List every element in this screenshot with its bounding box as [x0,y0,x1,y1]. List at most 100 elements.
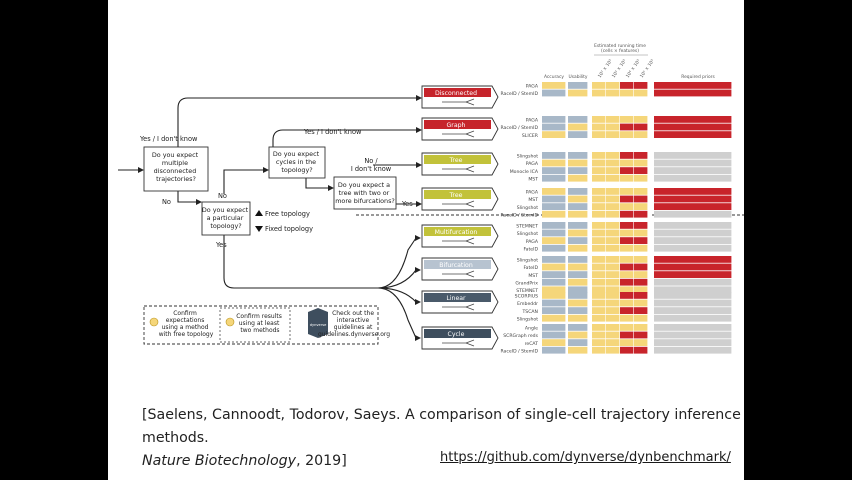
heatmap-cell [606,346,620,354]
heatmap-row: Slingshot [517,203,732,211]
heatmap-cell [606,82,620,89]
heatmap-cell [620,324,634,331]
heatmap-cell [634,123,648,131]
topology-label: Tree [449,157,463,164]
heatmap-cell [620,174,634,182]
heatmap-row: PAGA [526,188,732,196]
heatmap-cell [592,271,606,278]
guideline-two-methods: Confirm results using at least two metho… [225,313,284,334]
heatmap-cell [568,314,588,322]
method-label: Angle [525,326,538,332]
heatmap-cell [620,331,634,339]
lightbulb-icon [225,317,235,327]
topology-label: Cycle [448,331,465,338]
heatmap-cell [592,82,606,89]
method-label: STEMNET [516,224,538,230]
heatmap-cell [568,229,588,237]
heatmap-cell [542,286,566,294]
edge-label-yes-1: Yes [215,241,227,249]
method-label: GrandPrix [515,280,538,286]
question-box-cycles: Do you expect cycles in the topology? [268,146,326,179]
heatmap-cell [620,188,634,195]
lightbulb-icon [149,317,159,327]
dynbenchmark-link[interactable]: https://github.com/dynverse/dynbenchmark… [440,450,731,465]
trajectory-guidelines-figure: Do you expect multiple disconnected traj… [118,43,744,354]
heatmap-cell [620,339,634,346]
heatmap-row: SCRGraph reds [503,331,732,339]
heatmap-cell [620,229,634,237]
heatmap-cell [542,159,566,167]
heatmap-cell [542,237,566,244]
heatmap-cell [568,307,588,314]
heatmap-row: RaceID / StemID [500,210,732,218]
svg-text:dynverse: dynverse [310,323,327,327]
edge-label-yes-2: Yes [401,200,413,208]
triangle-down-icon [255,226,263,232]
heatmap-cell [592,339,606,346]
heatmap-cell [620,299,634,307]
heatmap-cell [592,314,606,322]
svg-text:Required priors: Required priors [681,74,715,80]
heatmap-cell [592,331,606,339]
heatmap-cell [606,89,620,97]
svg-text:10⁵ × 10³: 10⁵ × 10³ [639,58,656,79]
method-label: Slingshot [517,231,538,237]
heatmap-cell [542,82,566,89]
method-label: Slingshot [517,154,538,160]
heatmap-cell [634,82,648,89]
heatmap-cell [592,167,606,174]
heatmap-cell [568,82,588,89]
method-label: SCORPIUS [515,294,538,300]
heatmap-cell [592,307,606,314]
heatmap-cell [542,346,566,354]
heatmap-cell [654,292,732,299]
heatmap-cell [592,222,606,229]
topology-shape [442,237,475,245]
method-label: Slingshot [517,316,538,322]
heatmap-cell [634,331,648,339]
heatmap-cell [620,195,634,203]
heatmap-cell [568,237,588,244]
heatmap-cell [606,222,620,229]
heatmap-cell [542,222,566,229]
heatmap-cell [654,174,732,182]
heatmap-cell [592,89,606,97]
edge-label-fixed-topology: Fixed topology [265,225,313,233]
heatmap-row: Slingshot [517,229,732,237]
topology-shape [442,130,475,138]
heatmap-cell [634,159,648,167]
heatmap-cell [542,307,566,314]
svg-text:Usability: Usability [569,74,588,80]
heatmap-cell [654,82,732,89]
heatmap-cell [568,271,588,278]
topology-shape [442,200,475,208]
heatmap-cell [654,324,732,331]
heatmap-row: STEMNET [516,222,732,230]
heatmap-cell [542,195,566,203]
heatmap-cell [568,244,588,252]
heatmap-cell [542,229,566,237]
heatmap-cell [634,271,648,278]
heatmap-cell [620,116,634,123]
heatmap-cell [568,292,588,299]
heatmap-cell [654,222,732,229]
heatmap-cell [620,89,634,97]
guidelines-section: Confirm expectations using a method with… [143,305,390,345]
heatmap-cell [606,167,620,174]
heatmap-cell [592,263,606,271]
heatmap-cell [568,174,588,182]
heatmap-cell [592,299,606,307]
svg-text:Confirm results usin: Confirm results using at least two metho… [236,313,284,334]
heatmap-cell [654,203,732,210]
heatmap-cell [568,263,588,271]
heatmap-row: RaceID / StemID [500,346,732,354]
heatmap-cell [634,131,648,138]
edge-label-yes-idk-2: Yes / I don't know [303,128,362,136]
heatmap-cell [620,244,634,252]
heatmap-cell [592,195,606,203]
heatmap-cell [568,131,588,138]
method-label: TSCAN [521,309,538,315]
citation-journal: Nature Biotechnology [142,453,297,469]
heatmap-row: PAGA [526,82,732,90]
heatmap-cell [568,152,588,159]
